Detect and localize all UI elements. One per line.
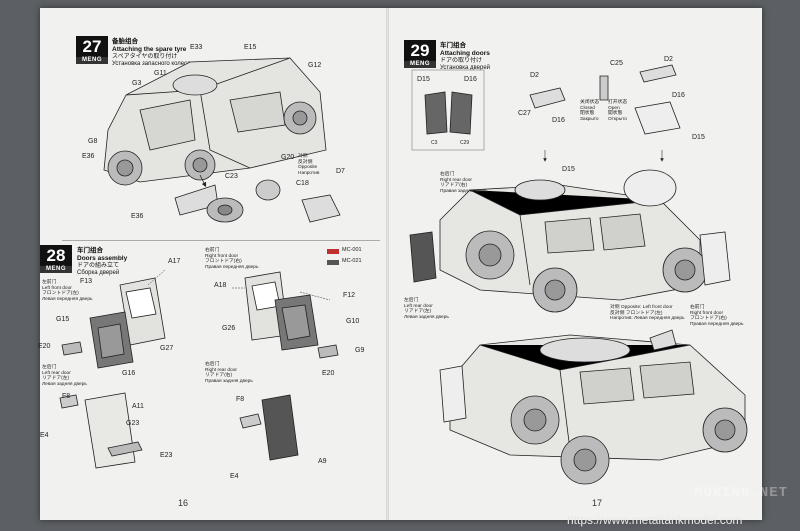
- label-f12: F12: [343, 292, 356, 299]
- booklet-spine: [386, 8, 389, 520]
- label-d2-a: D2: [530, 72, 539, 79]
- label-g23: G23: [126, 420, 140, 427]
- label-f13: F13: [80, 278, 93, 285]
- label-a17: A17: [168, 258, 181, 265]
- label-e4-b: E4: [230, 473, 239, 480]
- label-d7: D7: [336, 168, 345, 175]
- label-d15-a: D15: [417, 76, 430, 83]
- watermark: MOKING.NET: [694, 485, 789, 501]
- source-url-caption: https://www.metaltankmodel.com: [567, 513, 743, 527]
- label-g8: G8: [88, 138, 98, 145]
- label-g15: G15: [56, 316, 70, 323]
- label-a11: A11: [132, 403, 144, 410]
- label-e33: E33: [190, 44, 203, 51]
- label-d15-c: D15: [562, 166, 575, 173]
- label-d16-c: D16: [672, 92, 685, 99]
- label-e36-a: E36: [82, 153, 95, 160]
- color-swatch-mc021: [327, 260, 339, 265]
- label-c29: C29: [460, 140, 470, 146]
- color-code-mc001: MC-001: [342, 247, 362, 253]
- label-e4-a: E4: [40, 432, 49, 439]
- label-c3: C3: [431, 140, 438, 146]
- label-g10: G10: [346, 318, 360, 325]
- page-number-right: 17: [592, 498, 603, 508]
- label-c25: C25: [610, 60, 623, 67]
- label-d16-a: D16: [464, 76, 477, 83]
- label-g3: G3: [132, 80, 142, 87]
- label-f8-a: F8: [62, 393, 71, 400]
- label-c18: C18: [296, 180, 309, 187]
- label-e36-b: E36: [131, 213, 144, 220]
- label-g26: G26: [222, 325, 236, 332]
- label-a9: A9: [318, 458, 327, 465]
- label-e15: E15: [244, 44, 257, 51]
- label-d15-b: D15: [692, 134, 705, 141]
- label-d2-b: D2: [664, 56, 673, 63]
- label-e20-b: E20: [322, 370, 335, 377]
- label-f8-b: F8: [236, 396, 245, 403]
- color-code-mc021: MC-021: [342, 258, 362, 264]
- page-number-left: 16: [178, 498, 189, 508]
- label-e20-a: E20: [38, 343, 51, 350]
- label-e23: E23: [160, 452, 173, 459]
- label-g9: G9: [355, 347, 365, 354]
- label-g12: G12: [308, 62, 322, 69]
- label-g16: G16: [122, 370, 136, 377]
- label-g11: G11: [154, 70, 167, 77]
- label-g20: G20: [281, 154, 295, 161]
- label-c27: C27: [518, 110, 531, 117]
- label-d16-b: D16: [552, 117, 565, 124]
- label-c23: C23: [225, 173, 238, 180]
- label-a18: A18: [214, 282, 227, 289]
- color-swatch-mc001: [327, 249, 339, 254]
- label-g27: G27: [160, 345, 174, 352]
- step-divider: [62, 240, 380, 241]
